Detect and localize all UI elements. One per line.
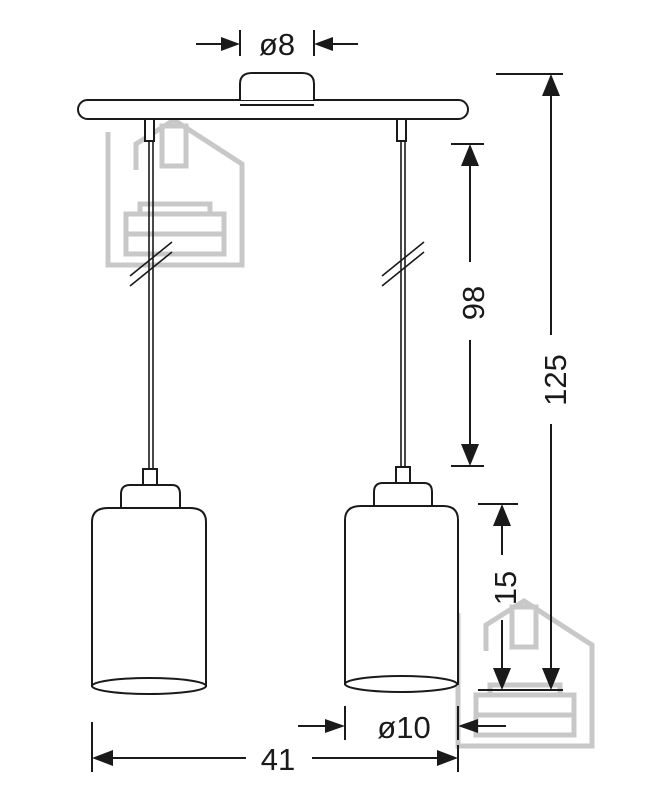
pendant-left bbox=[91, 118, 207, 695]
total-width-label: 41 bbox=[261, 742, 295, 777]
shade-height-label: 15 bbox=[488, 571, 523, 605]
dimension-total-height: 125 bbox=[487, 73, 573, 691]
dimension-cable-length: 98 bbox=[451, 143, 491, 467]
total-height-label: 125 bbox=[538, 354, 573, 406]
house-sofa-watermark-icon-2 bbox=[455, 598, 595, 749]
shade-diameter-label: ø10 bbox=[377, 710, 430, 745]
dimension-total-width: 41 bbox=[91, 722, 459, 777]
dimension-shade-diameter: ø10 bbox=[298, 706, 506, 745]
pendant-right bbox=[344, 118, 459, 693]
dimension-shade-height: 15 bbox=[478, 503, 523, 691]
ceiling-bar bbox=[77, 72, 469, 120]
canopy-diameter-label: ø8 bbox=[259, 27, 295, 62]
house-sofa-watermark-icon bbox=[105, 117, 245, 268]
cable-length-label: 98 bbox=[456, 286, 491, 320]
dimension-canopy-diameter: ø8 bbox=[196, 27, 358, 62]
